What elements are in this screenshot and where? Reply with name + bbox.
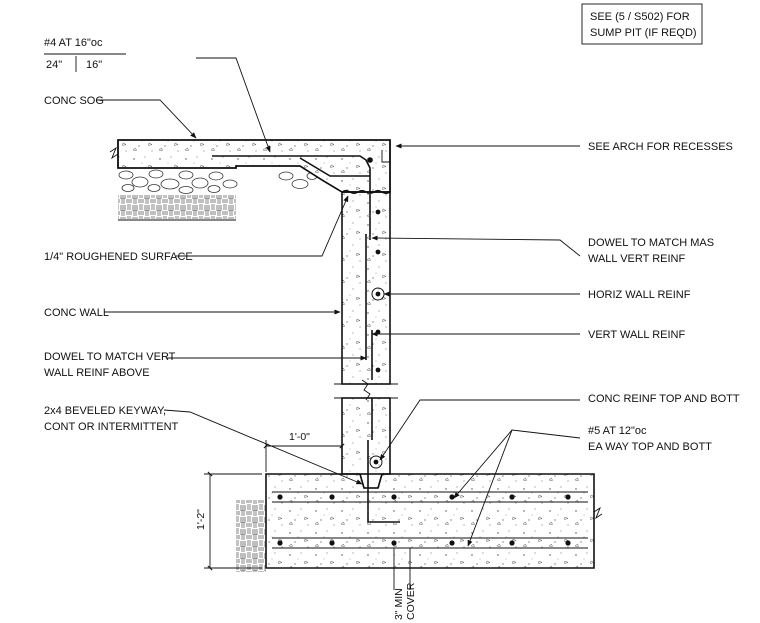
footing-bottom-reinforcement	[272, 537, 588, 549]
horiz-reinf-label: HORIZ WALL REINF	[588, 289, 691, 301]
roughened-surface-label: 1/4" ROUGHENED SURFACE	[44, 251, 193, 263]
slab-bar-label: #4 AT 16"oc	[44, 37, 103, 49]
cover-label-line-1: 3" MIN	[393, 588, 405, 620]
vert-reinf-label: VERT WALL REINF	[588, 329, 685, 341]
keyway-line-2: CONT OR INTERMITTENT	[44, 421, 179, 433]
dimension-width-label: 1'-0"	[289, 431, 310, 443]
conc-sog-label: CONC SOG	[44, 95, 104, 107]
dimension-depth: 1'-2"	[195, 471, 262, 571]
break-line	[109, 146, 119, 160]
slab-bar-lap-a: 24"	[46, 59, 62, 71]
sump-pit-note: SEE (5 / S502) FOR SUMP PIT (IF REQD)	[581, 3, 703, 45]
annotation-labels: #4 AT 16"oc 24" 16" CONC SOG SEE ARCH FO…	[44, 37, 740, 453]
slab-corner-bar	[299, 157, 370, 177]
see-arch-label: SEE ARCH FOR RECESSES	[588, 141, 733, 153]
sump-note-line-1: SEE (5 / S502) FOR	[590, 11, 690, 23]
dowel-vert-line-1: DOWEL TO MATCH VERT	[44, 351, 176, 363]
dowel-mas-line-2: WALL VERT REINF	[588, 253, 685, 265]
slab-subgrade	[118, 169, 318, 221]
dimension-depth-label: 1'-2"	[195, 509, 207, 530]
slab-bar-section	[367, 157, 373, 163]
footing-bars-line-2: EA WAY TOP AND BOTT	[588, 441, 712, 453]
footing-soil	[236, 500, 266, 572]
recess-notch	[381, 140, 391, 163]
conc-wall-label: CONC WALL	[44, 307, 109, 319]
concrete-wall-lower	[341, 397, 391, 475]
footing-bars-line-1: #5 AT 12"oc	[588, 425, 647, 437]
dowel-vert-line-2: WALL REINF ABOVE	[44, 367, 150, 379]
slab-bar-lap-b: 16"	[86, 59, 102, 71]
dowel-mas-line-1: DOWEL TO MATCH MAS	[588, 237, 714, 249]
keyway	[359, 473, 383, 489]
cover-label-line-2: COVER	[405, 582, 417, 620]
footing-break	[593, 506, 603, 520]
leader-lines	[96, 57, 581, 547]
sump-note-line-2: SUMP PIT (IF REQD)	[590, 27, 697, 39]
concrete-footing	[265, 473, 595, 569]
footing-reinf-label: CONC REINF TOP AND BOTT	[588, 393, 740, 405]
dimension-width: 1'-0"	[263, 431, 345, 472]
cover-dimension: 3" MIN COVER	[393, 548, 417, 620]
keyway-line-1: 2x4 BEVELED KEYWAY,	[44, 405, 166, 417]
footing-top-reinforcement	[272, 491, 588, 503]
